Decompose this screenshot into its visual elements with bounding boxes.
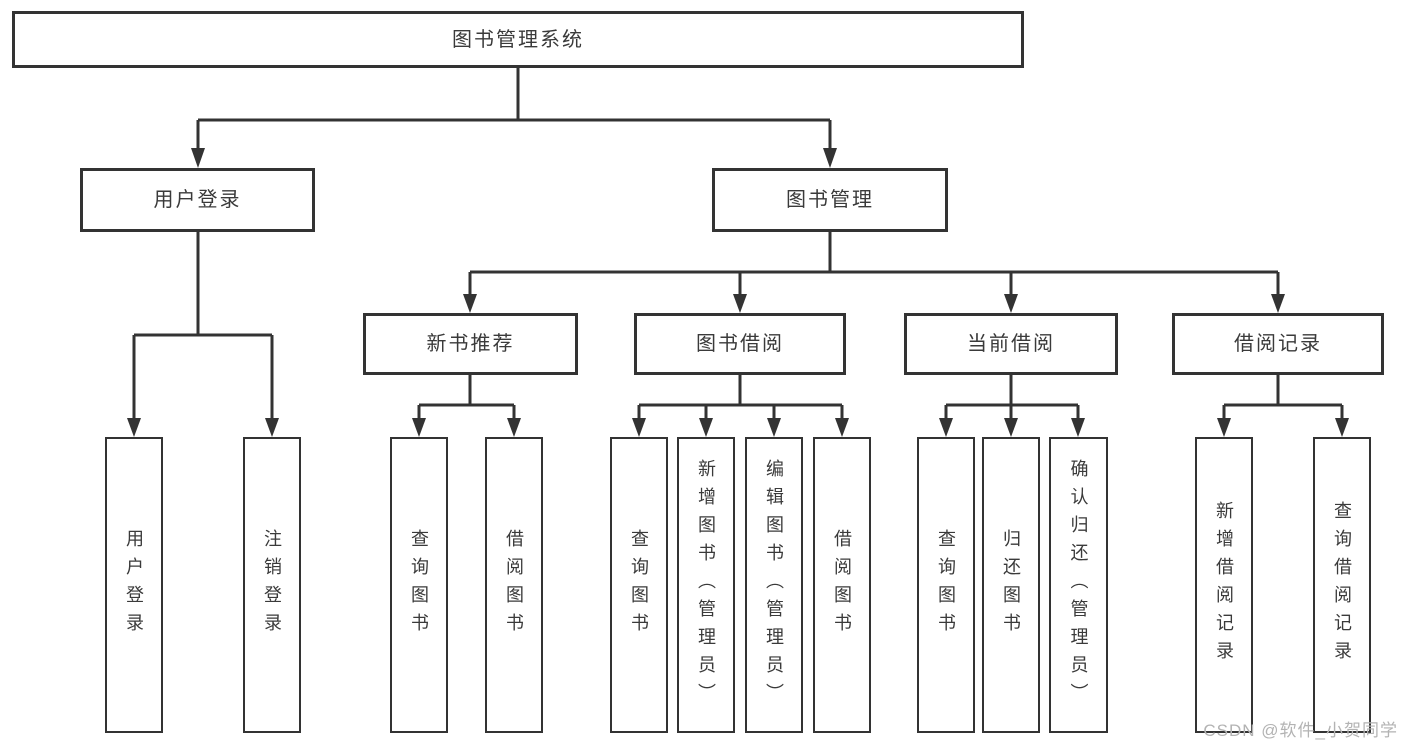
node-leaf-edit-books-admin: 编辑图书（管理员）: [745, 437, 803, 733]
node-leaf-user-login: 用户登录: [105, 437, 163, 733]
node-current-borrowing: 当前借阅: [904, 313, 1118, 375]
node-leaf-borrow-books-borrowing: 借阅图书: [813, 437, 871, 733]
connector-lines: [132, 68, 1344, 420]
node-leaf-logout: 注销登录: [243, 437, 301, 733]
node-leaf-return-books: 归还图书: [982, 437, 1040, 733]
node-leaf-confirm-return-admin: 确认归还（管理员）: [1049, 437, 1108, 733]
node-leaf-add-books-admin: 新增图书（管理员）: [677, 437, 735, 733]
node-user-login: 用户登录: [80, 168, 315, 232]
node-leaf-query-borrow-record: 查询借阅记录: [1313, 437, 1371, 733]
node-borrowing-records: 借阅记录: [1172, 313, 1384, 375]
node-leaf-query-books-current: 查询图书: [917, 437, 975, 733]
watermark: CSDN @软件_小贺同学: [1203, 721, 1398, 740]
node-book-management: 图书管理: [712, 168, 948, 232]
arrow-heads: [127, 148, 1349, 437]
node-leaf-query-books-borrowing: 查询图书: [610, 437, 668, 733]
node-new-book-recommendation: 新书推荐: [363, 313, 578, 375]
node-leaf-query-books-recommend: 查询图书: [390, 437, 448, 733]
node-library-management-system: 图书管理系统: [12, 11, 1024, 68]
node-leaf-add-borrow-record: 新增借阅记录: [1195, 437, 1253, 733]
node-book-borrowing: 图书借阅: [634, 313, 846, 375]
node-leaf-borrow-books-recommend: 借阅图书: [485, 437, 543, 733]
